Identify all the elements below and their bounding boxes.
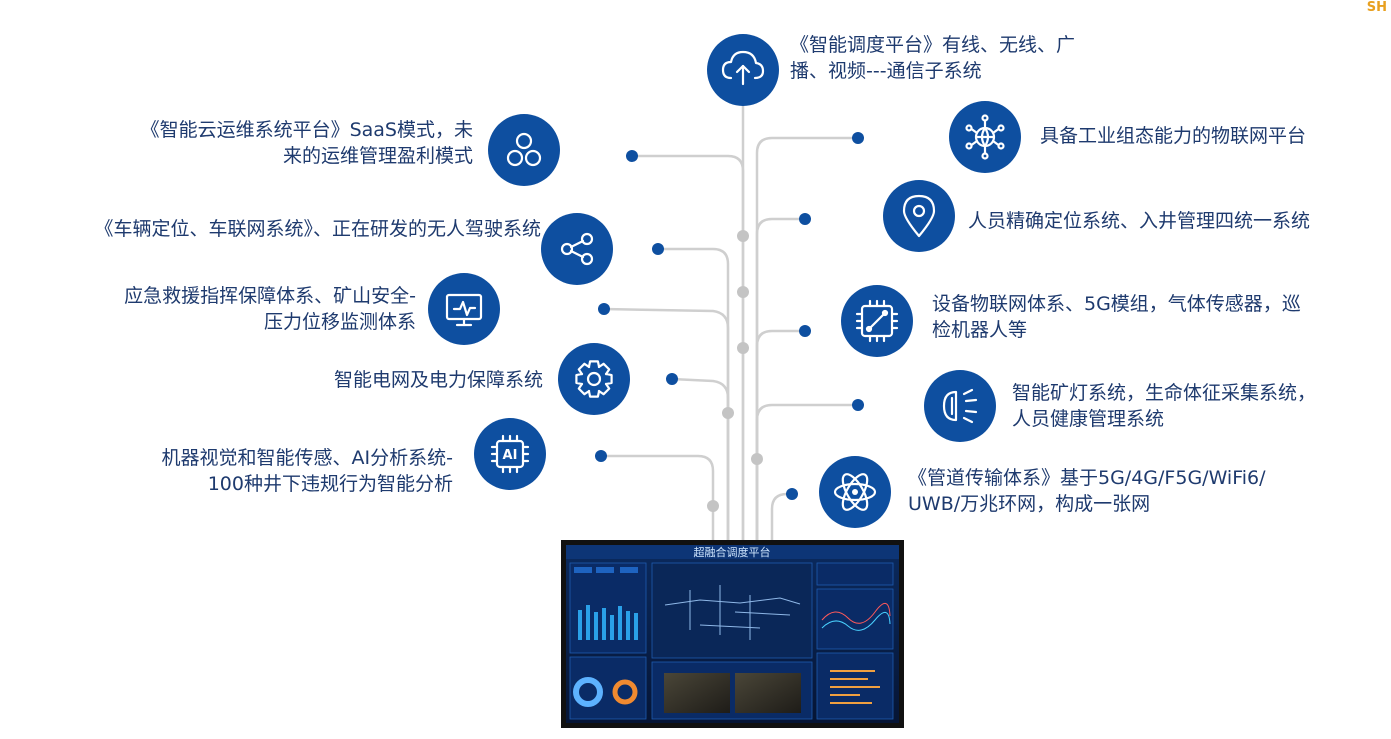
label-left-4-line: 100种井下违规行为智能分析 bbox=[207, 473, 453, 495]
label-top-line: 播、视频---通信子系统 bbox=[790, 60, 982, 82]
line-left-1 bbox=[658, 247, 730, 540]
cloud-upload-icon bbox=[707, 34, 779, 106]
line-right-2 bbox=[755, 329, 805, 540]
icon-circles: AI bbox=[428, 34, 1021, 528]
label-left-3: 智能电网及电力保障系统 bbox=[334, 367, 543, 393]
dot-left-4 bbox=[595, 450, 607, 462]
label-right-4: 《管道传输体系》基于5G/4G/F5G/WiFi6/UWB/万兆环网，构成一张网 bbox=[908, 465, 1266, 517]
line-left-2 bbox=[603, 307, 730, 540]
circuit-board-icon bbox=[841, 285, 913, 357]
line-right-1 bbox=[755, 217, 805, 540]
ai-chip-icon: AI bbox=[474, 418, 546, 490]
label-left-4: 机器视觉和智能传感、AI分析系统- 100种井下违规行为智能分析 bbox=[162, 445, 453, 497]
label-left-2: 应急救援指挥保障体系、矿山安全- 压力位移监测体系 bbox=[124, 283, 416, 335]
label-right-1-line: 人员精确定位系统、入井管理四统一系统 bbox=[968, 210, 1311, 232]
brand-mark: SH bbox=[1366, 0, 1387, 15]
globe-network-icon bbox=[949, 101, 1021, 173]
label-left-0-line: 来的运维管理盈利模式 bbox=[282, 145, 473, 167]
dot-right-4 bbox=[786, 488, 798, 500]
atom-icon bbox=[819, 456, 891, 528]
label-right-3-line: 智能矿灯系统，生命体征采集系统， bbox=[1012, 382, 1317, 404]
label-left-1-line: 《车辆定位、车联网系统》、正在研发的无人驾驶系统 bbox=[94, 218, 541, 240]
junction-dot-4 bbox=[751, 453, 763, 465]
gear-icon bbox=[558, 343, 630, 415]
line-left-0 bbox=[632, 154, 745, 540]
location-pin-icon bbox=[883, 180, 955, 252]
dot-left-0 bbox=[626, 150, 638, 162]
label-right-4-line: 《管道传输体系》基于5G/4G/F5G/WiFi6/ bbox=[908, 467, 1266, 489]
connector-lines bbox=[601, 97, 858, 540]
dot-right-1 bbox=[799, 213, 811, 225]
label-right-2-line: 设备物联网体系、5G模组，气体传感器，巡 bbox=[932, 293, 1301, 315]
label-top: 《智能调度平台》有线、无线、广播、视频---通信子系统 bbox=[790, 32, 1075, 84]
label-left-3-line: 智能电网及电力保障系统 bbox=[333, 369, 543, 391]
label-top-line: 《智能调度平台》有线、无线、广 bbox=[790, 34, 1076, 56]
label-right-4-line: UWB/万兆环网，构成一张网 bbox=[908, 493, 1151, 515]
line-right-3 bbox=[755, 403, 858, 540]
dot-left-2 bbox=[598, 303, 610, 315]
label-right-0-line: 具备工业组态能力的物联网平台 bbox=[1040, 125, 1307, 147]
label-left-2-line: 应急救援指挥保障体系、矿山安全- bbox=[124, 285, 416, 307]
label-right-2: 设备物联网体系、5G模组，气体传感器，巡检机器人等 bbox=[932, 291, 1301, 343]
junction-dot-3 bbox=[722, 407, 734, 419]
dot-left-1 bbox=[652, 243, 664, 255]
line-right-0 bbox=[755, 136, 858, 540]
share-icon bbox=[541, 213, 613, 285]
connector-dots bbox=[595, 132, 864, 512]
dot-right-3 bbox=[852, 399, 864, 411]
label-right-0: 具备工业组态能力的物联网平台 bbox=[1040, 123, 1306, 149]
label-right-3: 智能矿灯系统，生命体征采集系统， 人员健康管理系统 bbox=[1012, 380, 1316, 432]
monitor-pulse-icon bbox=[428, 273, 500, 345]
label-right-3-line: 人员健康管理系统 bbox=[1012, 408, 1165, 430]
junction-dot-0 bbox=[737, 230, 749, 242]
dot-left-3 bbox=[666, 373, 678, 385]
label-left-2-line: 压力位移监测体系 bbox=[263, 311, 416, 333]
three-nodes-icon bbox=[488, 114, 560, 186]
line-left-3 bbox=[671, 377, 730, 540]
label-left-0-line: 《智能云运维系统平台》SaaS模式，未 bbox=[140, 119, 473, 141]
label-left-0: 《智能云运维系统平台》SaaS模式，未来的运维管理盈利模式 bbox=[141, 117, 473, 169]
dot-right-2 bbox=[799, 325, 811, 337]
label-left-1: 《车辆定位、车联网系统》、正在研发的无人驾驶系统 bbox=[94, 216, 541, 242]
label-right-1: 人员精确定位系统、入井管理四统一系统 bbox=[968, 208, 1310, 234]
line-left-4 bbox=[601, 454, 715, 540]
mining-lamp-icon bbox=[924, 370, 996, 442]
dashboard-screen: 超融合调度平台 bbox=[561, 540, 904, 728]
junction-dot-2 bbox=[737, 342, 749, 354]
dot-right-0 bbox=[852, 132, 864, 144]
label-left-4-line: 机器视觉和智能传感、AI分析系统- bbox=[161, 447, 453, 469]
junction-dot-1 bbox=[737, 286, 749, 298]
screen-title: 超融合调度平台 bbox=[694, 545, 771, 559]
ai-chip-label: AI bbox=[503, 448, 518, 463]
junction-dot-5 bbox=[707, 500, 719, 512]
line-right-4 bbox=[770, 492, 792, 540]
label-right-2-line: 检机器人等 bbox=[932, 319, 1028, 341]
